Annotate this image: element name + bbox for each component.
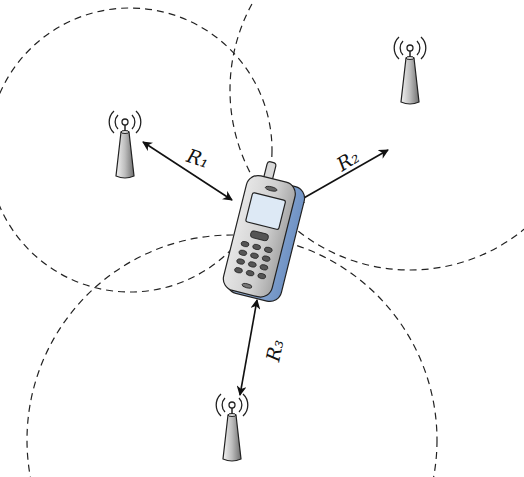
distance-arrow bbox=[240, 300, 257, 395]
distance-label: R₂ bbox=[334, 146, 363, 174]
distance-arrow bbox=[143, 142, 232, 200]
cell-tower bbox=[394, 37, 426, 104]
distance-label: R₃ bbox=[263, 337, 286, 362]
cell-tower bbox=[216, 394, 248, 461]
cell-tower bbox=[109, 111, 141, 178]
mobile-phone bbox=[220, 157, 311, 303]
distance-label: R₁ bbox=[185, 146, 212, 171]
